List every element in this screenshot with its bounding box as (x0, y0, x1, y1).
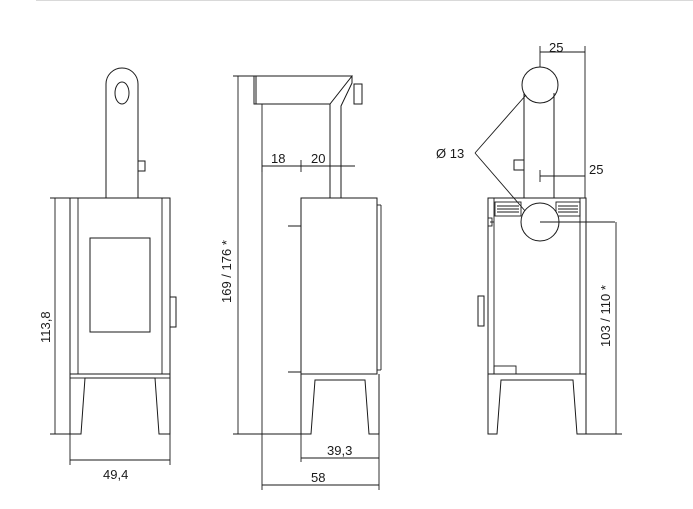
rear-legs (487, 374, 587, 435)
front-flue-opening (114, 81, 130, 105)
front-door-glass (89, 237, 151, 333)
side-flue-cap-left (253, 75, 257, 105)
front-flue-pipe (105, 67, 139, 198)
dim-side-20: 20 (311, 151, 325, 166)
front-body (69, 197, 171, 375)
side-legs (300, 374, 380, 435)
rear-flue-damper (513, 159, 525, 171)
dim-side-18: 18 (271, 151, 285, 166)
front-door-handle (169, 296, 177, 328)
rear-door-handle (477, 295, 485, 327)
side-flue-collar (353, 83, 363, 105)
rear-flue-outlet-top (521, 66, 559, 104)
front-view (50, 67, 177, 465)
rear-view (474, 46, 622, 435)
front-legs (69, 374, 171, 435)
rear-diameter-leader-bottom (474, 152, 527, 213)
rear-air-vents (494, 201, 581, 217)
dim-rear-diameter: Ø 13 (436, 146, 464, 161)
side-flue-elbow-front (340, 76, 353, 198)
side-flue-elbow-top (256, 75, 354, 105)
rear-body (487, 197, 587, 375)
dim-width-front: 49,4 (103, 467, 128, 482)
side-view (233, 75, 382, 490)
rear-diameter-leader-top (474, 94, 527, 154)
dim-height-total: 113,8 (38, 311, 53, 343)
dim-side-depth-body: 39,3 (327, 443, 352, 458)
dim-rear-height-outlet: 103 / 110 * (598, 285, 613, 347)
dim-rear-side-offset: 25 (589, 162, 603, 177)
side-body (300, 197, 378, 375)
dim-rear-top-offset: 25 (549, 40, 563, 55)
dim-height-flue-top: 169 / 176 * (219, 240, 234, 303)
front-flue-damper (137, 160, 146, 172)
top-divider (36, 0, 693, 1)
dim-side-depth-total: 58 (311, 470, 325, 485)
rear-air-intake (493, 365, 517, 375)
